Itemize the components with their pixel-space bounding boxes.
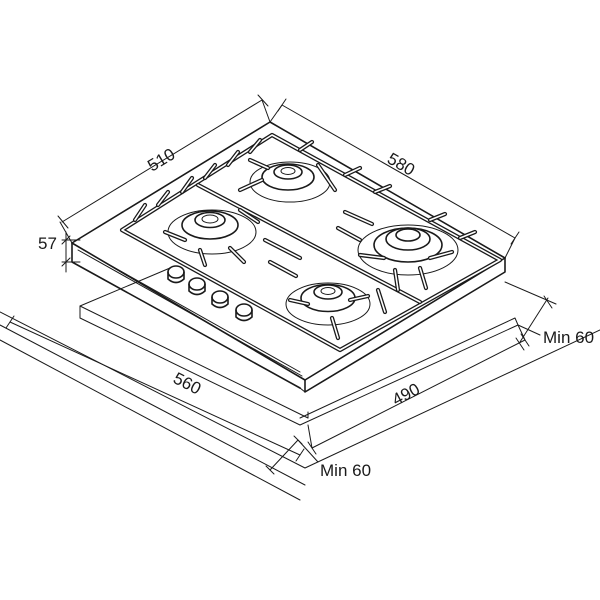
pan-supports — [119, 132, 503, 353]
burner-back — [249, 161, 331, 203]
dim-label-510: 510 — [144, 145, 178, 176]
dim-label-min60-front: Min 60 — [320, 461, 371, 480]
burners — [167, 161, 459, 326]
dimension-clearance-front: Min 60 — [265, 435, 371, 480]
countertop — [0, 311, 600, 501]
dim-label-min60-side: Min 60 — [543, 328, 594, 347]
knob-4 — [235, 303, 253, 322]
burner-right-wok — [357, 224, 459, 276]
knob-1 — [167, 265, 185, 284]
dimension-clearance-side: Min 60 — [504, 281, 594, 351]
dimension-cutout-depth: 490 — [307, 324, 530, 455]
cutout-outline — [79, 267, 519, 426]
dim-label-57: 57 — [38, 234, 57, 253]
dimension-depth-top: 510 — [57, 94, 271, 244]
control-knobs — [167, 265, 253, 322]
dim-label-560: 560 — [170, 369, 204, 399]
knob-2 — [188, 277, 206, 296]
knob-3 — [211, 290, 229, 309]
dim-label-490: 490 — [389, 379, 423, 409]
dimension-width-top: 580 — [269, 98, 520, 259]
dimension-height: 57 — [38, 231, 81, 273]
dim-label-580: 580 — [384, 149, 418, 180]
burner-left — [167, 209, 257, 255]
